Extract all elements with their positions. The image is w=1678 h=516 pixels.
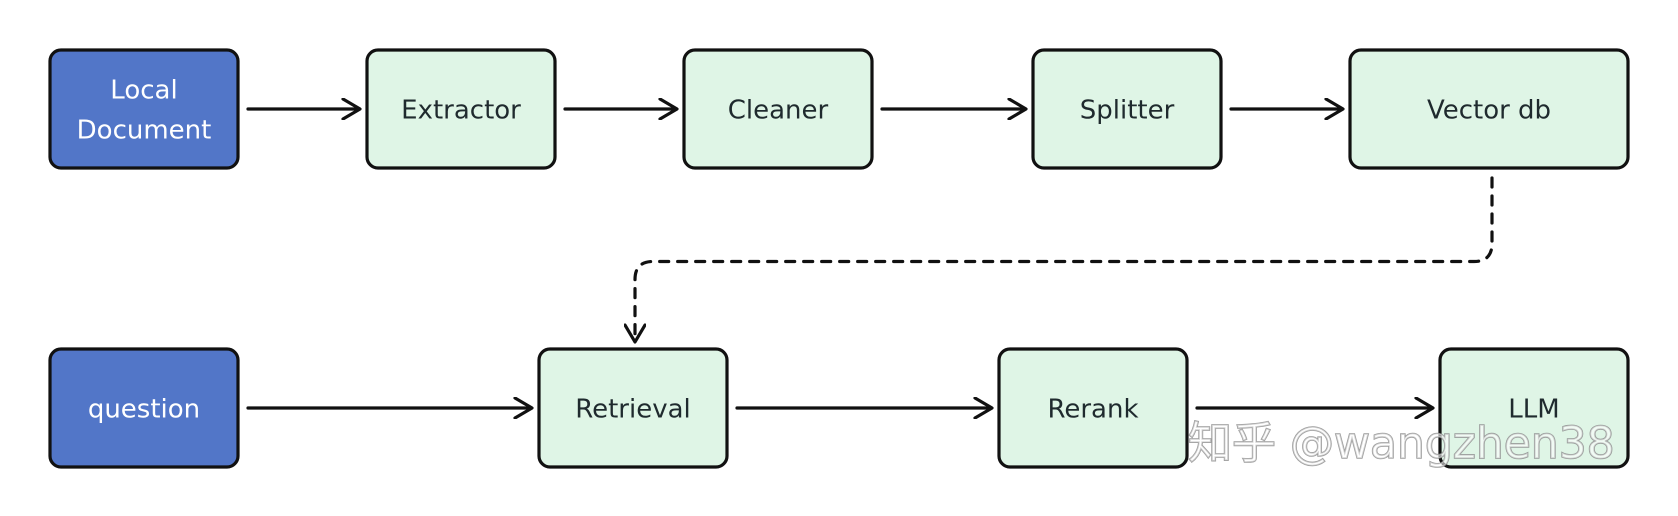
- node-retrieval-label: Retrieval: [575, 395, 691, 425]
- node-vector-db-label: Vector db: [1427, 96, 1551, 126]
- node-rerank: Rerank: [997, 347, 1189, 469]
- node-extractor: Extractor: [365, 48, 557, 170]
- node-rerank-label: Rerank: [1047, 395, 1138, 425]
- node-question: question: [48, 347, 240, 469]
- watermark-text: 知乎 @wangzhen38: [1188, 418, 1615, 469]
- node-vector-db-box: [1348, 48, 1630, 170]
- edges-layer: [246, 109, 1494, 408]
- edge-vector-db-to-retrieval: [635, 176, 1494, 341]
- node-local-document-label: Document: [77, 116, 212, 146]
- node-question-label: question: [88, 395, 200, 425]
- node-retrieval-box: [537, 347, 729, 469]
- node-rerank-box: [997, 347, 1189, 469]
- node-extractor-box: [365, 48, 557, 170]
- node-splitter-box: [1031, 48, 1223, 170]
- node-local-document-box: [48, 48, 240, 170]
- node-vector-db: Vector db: [1348, 48, 1630, 170]
- node-local-document-label: Local: [110, 76, 177, 106]
- node-retrieval: Retrieval: [537, 347, 729, 469]
- node-llm-box: [1438, 347, 1630, 469]
- node-question-box: [48, 347, 240, 469]
- node-extractor-label: Extractor: [401, 96, 521, 126]
- node-splitter-label: Splitter: [1080, 96, 1175, 126]
- node-cleaner: Cleaner: [682, 48, 874, 170]
- node-llm: LLM: [1438, 347, 1630, 469]
- node-cleaner-box: [682, 48, 874, 170]
- node-llm-label: LLM: [1508, 395, 1559, 425]
- node-cleaner-label: Cleaner: [728, 96, 829, 126]
- node-splitter: Splitter: [1031, 48, 1223, 170]
